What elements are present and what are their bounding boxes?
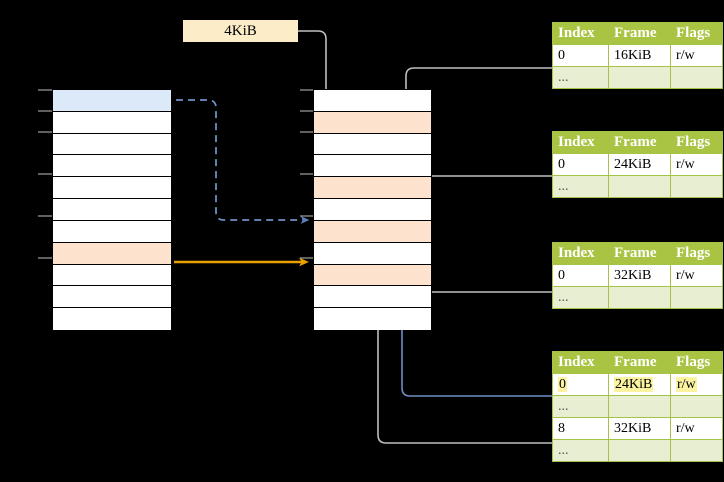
cell-frame — [608, 175, 671, 198]
column-header-flags: Flags — [670, 351, 723, 374]
column-header-flags: Flags — [670, 131, 723, 154]
column-header-frame: Frame — [608, 351, 671, 374]
cell-index: ... — [552, 66, 609, 89]
cell-index: 0 — [552, 44, 609, 67]
physical-frame-cell-4 — [314, 177, 431, 200]
virtual-page-cell-6 — [53, 220, 171, 243]
virtual-page-cell-2 — [53, 133, 171, 156]
cell-flags — [670, 286, 723, 309]
wire-virtual-blue-to-frame — [176, 99, 310, 225]
highlighted-value: r/w — [676, 376, 697, 392]
physical-memory-column — [313, 89, 432, 330]
column-header-index: Index — [552, 351, 609, 374]
cell-frame: 32KiB — [608, 264, 671, 287]
virtual-page-cell-9 — [53, 286, 171, 309]
table-row: ... — [552, 286, 723, 309]
cell-index: 0 — [552, 153, 609, 176]
table-row: ... — [552, 439, 723, 462]
physical-frame-cell-1 — [314, 111, 431, 134]
column-header-flags: Flags — [670, 242, 723, 265]
table-row: ... — [552, 175, 723, 198]
cell-index: ... — [552, 439, 609, 462]
cell-flags — [670, 66, 723, 89]
cell-index: ... — [552, 395, 609, 418]
cell-flags: r/w — [670, 373, 723, 396]
physical-frame-cell-9 — [314, 286, 431, 309]
virtual-page-cell-5 — [53, 199, 171, 221]
column-header-flags: Flags — [670, 22, 723, 45]
cell-frame: 24KiB — [608, 373, 671, 396]
cell-frame — [608, 439, 671, 462]
highlighted-value: 24KiB — [614, 376, 654, 392]
cell-index: 8 — [552, 417, 609, 440]
cell-index: 0 — [552, 264, 609, 287]
cell-index: ... — [552, 286, 609, 309]
physical-frame-cell-2 — [314, 133, 431, 156]
table-row: 0 24KiB r/w — [552, 373, 723, 396]
virtual-page-cell-4 — [53, 177, 171, 200]
column-header-index: Index — [552, 131, 609, 154]
table-row: ... — [552, 395, 723, 418]
physical-frame-cell-3 — [314, 155, 431, 178]
virtual-page-cell-8 — [53, 264, 171, 287]
cell-frame — [608, 286, 671, 309]
virtual-page-cell-0 — [53, 90, 171, 112]
column-header-frame: Frame — [608, 131, 671, 154]
cell-flags — [670, 395, 723, 418]
virtual-address-column — [52, 89, 172, 330]
column-header-frame: Frame — [608, 242, 671, 265]
virtual-page-cell-10 — [53, 308, 171, 330]
column-header-index: Index — [552, 242, 609, 265]
cell-frame: 24KiB — [608, 153, 671, 176]
virtual-page-cell-7 — [53, 242, 171, 265]
cell-flags: r/w — [670, 153, 723, 176]
physical-frame-cell-0 — [314, 90, 431, 112]
cell-index: ... — [552, 175, 609, 198]
column-header-index: Index — [552, 22, 609, 45]
cell-flags: r/w — [670, 417, 723, 440]
highlighted-value: 0 — [558, 376, 567, 392]
cell-frame — [608, 66, 671, 89]
physical-frame-cell-5 — [314, 199, 431, 221]
physical-frame-cell-8 — [314, 264, 431, 287]
cell-index: 0 — [552, 373, 609, 396]
column-header-frame: Frame — [608, 22, 671, 45]
cell-flags — [670, 175, 723, 198]
cell-frame: 16KiB — [608, 44, 671, 67]
virtual-page-cell-1 — [53, 111, 171, 134]
physical-frame-cell-7 — [314, 242, 431, 265]
cell-frame: 32KiB — [608, 417, 671, 440]
cell-frame — [608, 395, 671, 418]
cell-flags — [670, 439, 723, 462]
middle-column-ticks — [300, 89, 313, 259]
left-column-ticks — [38, 89, 52, 259]
size-label-4kib: 4KiB — [183, 20, 298, 42]
cell-flags: r/w — [670, 44, 723, 67]
table-row: ... — [552, 66, 723, 89]
physical-frame-cell-6 — [314, 220, 431, 243]
physical-frame-cell-10 — [314, 308, 431, 330]
virtual-page-cell-3 — [53, 155, 171, 178]
cell-flags: r/w — [670, 264, 723, 287]
